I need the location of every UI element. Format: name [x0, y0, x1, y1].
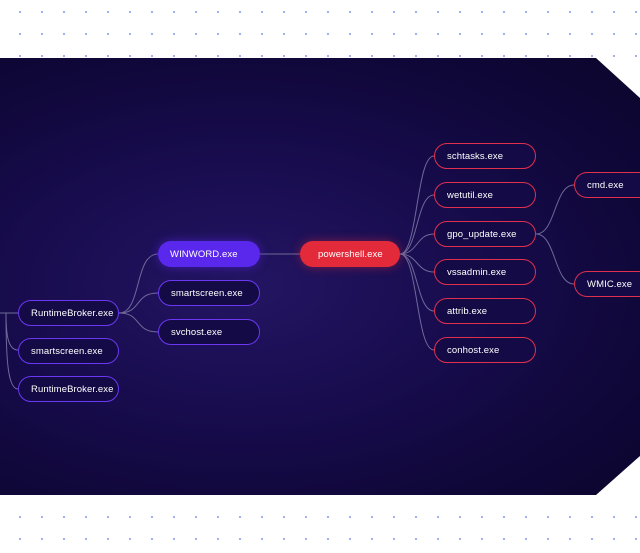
node-smartscreen-left[interactable]: smartscreen.exe [18, 338, 119, 364]
node-winword[interactable]: WINWORD.exe [158, 241, 260, 267]
link-rb-to-smartscreen [5, 312, 19, 351]
link-rb-to-rb2 [5, 312, 19, 390]
dot-grid-top [0, 0, 640, 58]
node-wetutil[interactable]: wetutil.exe [434, 182, 536, 208]
node-cmd[interactable]: cmd.exe [574, 172, 640, 198]
node-label: gpo_update.exe [447, 228, 517, 240]
link-ps-to-gpo [399, 233, 435, 255]
link-gpo-to-cmd [535, 184, 575, 235]
node-label: cmd.exe [587, 179, 624, 191]
node-label: vssadmin.exe [447, 266, 507, 278]
link-gpo-to-wmic [535, 233, 575, 285]
node-vssadmin[interactable]: vssadmin.exe [434, 259, 536, 285]
node-label: schtasks.exe [447, 150, 504, 162]
node-label: conhost.exe [447, 344, 500, 356]
node-label: wetutil.exe [447, 189, 493, 201]
link-ps-to-conhost [399, 253, 435, 351]
node-smartscreen-mid[interactable]: smartscreen.exe [158, 280, 260, 306]
link-ps-to-attrib [399, 253, 435, 312]
node-label: powershell.exe [318, 248, 383, 260]
node-runtimebroker-a[interactable]: RuntimeBroker.exe [18, 300, 119, 326]
link-ps-to-wetutil [399, 194, 435, 255]
node-label: smartscreen.exe [171, 287, 243, 299]
node-conhost[interactable]: conhost.exe [434, 337, 536, 363]
node-label: WMIC.exe [587, 278, 633, 290]
node-wmic[interactable]: WMIC.exe [574, 271, 640, 297]
node-label: RuntimeBroker.exe [31, 307, 114, 319]
node-label: RuntimeBroker.exe [31, 383, 114, 395]
node-attrib[interactable]: attrib.exe [434, 298, 536, 324]
link-rb-to-smartscreen-mid [118, 292, 159, 314]
node-label: WINWORD.exe [170, 248, 238, 260]
link-rb-to-winword [118, 253, 159, 314]
node-runtimebroker-b[interactable]: RuntimeBroker.exe [18, 376, 119, 402]
dot-grid-bottom [0, 498, 640, 553]
node-label: attrib.exe [447, 305, 488, 317]
node-label: smartscreen.exe [31, 345, 103, 357]
link-rb-to-svchost [118, 312, 159, 333]
node-gpo-update[interactable]: gpo_update.exe [434, 221, 536, 247]
node-schtasks[interactable]: schtasks.exe [434, 143, 536, 169]
node-label: svchost.exe [171, 326, 223, 338]
link-ps-to-schtasks [399, 155, 435, 255]
node-powershell[interactable]: powershell.exe [300, 241, 400, 267]
node-svchost[interactable]: svchost.exe [158, 319, 260, 345]
